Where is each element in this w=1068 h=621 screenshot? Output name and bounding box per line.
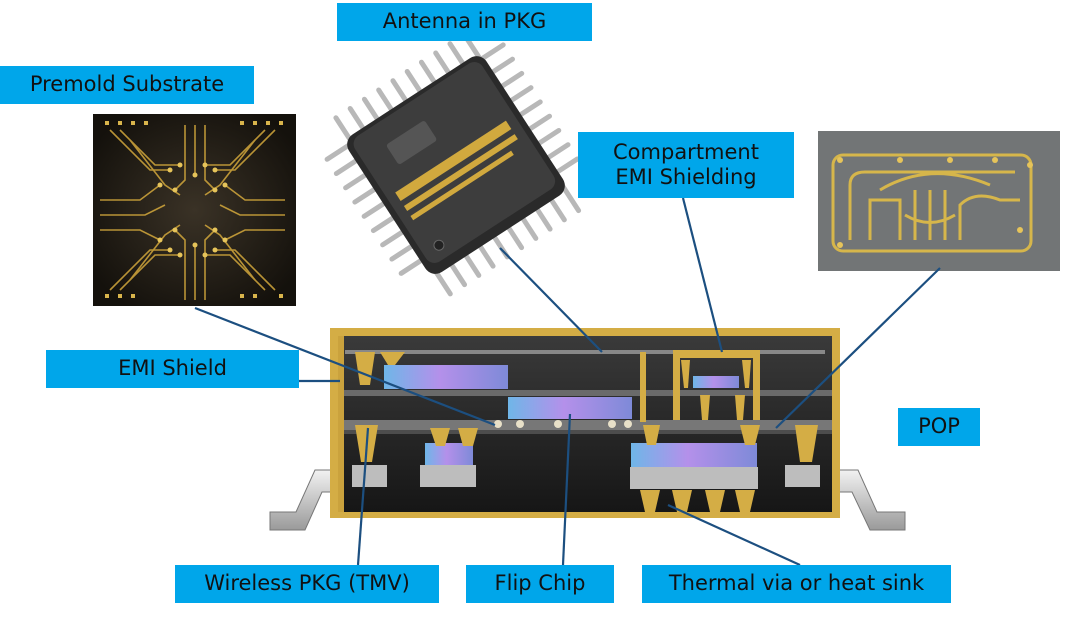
emi-shield-label: EMI Shield bbox=[46, 350, 299, 388]
compartment-label-line2: EMI Shielding bbox=[615, 165, 757, 189]
thermal-via-label: Thermal via or heat sink bbox=[642, 565, 951, 603]
emi-label-text: EMI Shield bbox=[118, 356, 227, 381]
upper-die-left bbox=[384, 365, 508, 389]
antenna-chip-image bbox=[324, 31, 582, 297]
flip-chip-die bbox=[508, 397, 632, 419]
pop-label-text: POP bbox=[918, 414, 960, 439]
antenna-in-pkg-label: Antenna in PKG bbox=[337, 3, 592, 41]
pop-label: POP bbox=[898, 408, 980, 446]
leader-antenna bbox=[499, 247, 603, 353]
compartment-label-line1: Compartment bbox=[613, 139, 759, 164]
wireless-label-text: Wireless PKG (TMV) bbox=[204, 571, 410, 596]
leader-lines bbox=[194, 197, 941, 567]
compartment-emi-shielding-label: Compartment EMI Shielding bbox=[578, 132, 794, 198]
leader-pop bbox=[775, 267, 941, 429]
premold-substrate-image bbox=[93, 114, 296, 306]
antenna-label-text: Antenna in PKG bbox=[382, 9, 547, 34]
leader-compartment bbox=[681, 197, 724, 353]
premold-substrate-label: Premold Substrate bbox=[0, 66, 254, 104]
thermal-label-text: Thermal via or heat sink bbox=[668, 571, 925, 596]
package-cross-section bbox=[269, 328, 906, 531]
pop-image bbox=[818, 131, 1060, 271]
compartment-die bbox=[693, 376, 739, 388]
leader-wireless bbox=[356, 427, 370, 566]
flip-chip-label-text: Flip Chip bbox=[494, 571, 586, 596]
lower-die-right bbox=[631, 443, 757, 467]
premold-label-text: Premold Substrate bbox=[29, 72, 225, 97]
flip-chip-label: Flip Chip bbox=[466, 565, 614, 603]
leader-premold bbox=[194, 306, 496, 427]
wireless-pkg-label: Wireless PKG (TMV) bbox=[175, 565, 439, 603]
leader-thermal bbox=[667, 503, 801, 567]
leader-flip bbox=[561, 413, 572, 566]
lower-die-left bbox=[425, 443, 473, 465]
